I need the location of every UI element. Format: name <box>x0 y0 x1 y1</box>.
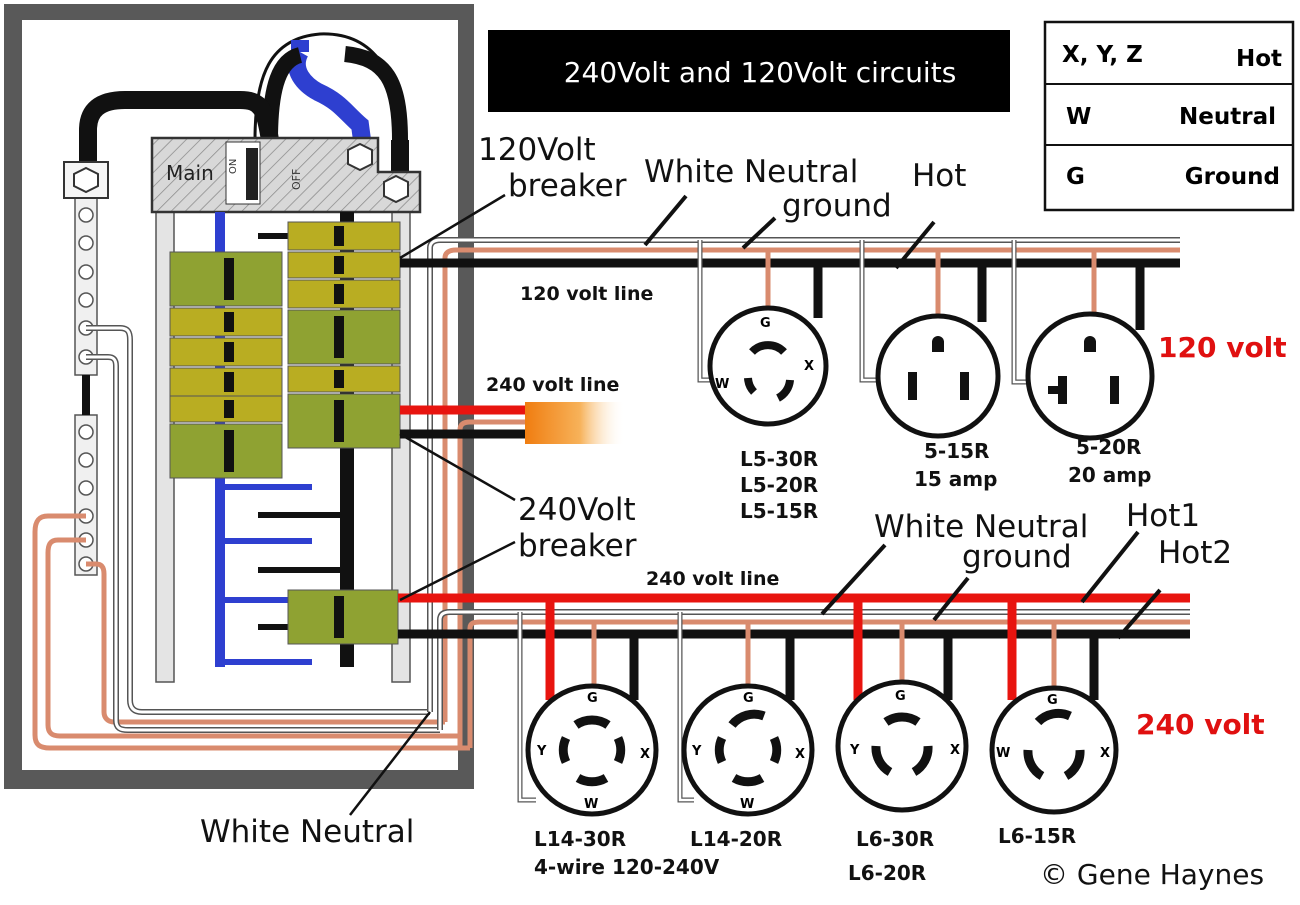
breaker120-line1: 120Volt <box>478 132 596 168</box>
label-4-wire: 4-wire 120-240V <box>534 855 720 879</box>
main-breaker: Main ON OFF <box>150 136 422 214</box>
pin-g: G <box>1047 693 1058 708</box>
drops-120 <box>697 240 1145 385</box>
line-120: 120 volt line <box>520 283 653 305</box>
label-l5-20r: L5-20R <box>740 473 818 497</box>
pin-x: X <box>640 747 650 762</box>
pin-x: X <box>950 743 960 758</box>
pin-x: X <box>795 747 805 762</box>
pin-g: G <box>587 691 598 706</box>
pin-g: G <box>895 689 906 704</box>
line-240-a: 240 volt line <box>486 374 619 396</box>
bot-ground: ground <box>962 539 1072 575</box>
legend-meaning-ground: Ground <box>1185 164 1280 190</box>
label-5-20r: 5-20R <box>1076 435 1141 459</box>
breaker-panel: Main ON OFF <box>4 4 474 789</box>
copyright: © Gene Haynes <box>1040 858 1264 891</box>
top-ground: ground <box>782 188 892 224</box>
label-15-amp: 15 amp <box>914 467 997 491</box>
voltage-120: 120 volt <box>1158 331 1287 364</box>
pin-y: Y <box>849 743 860 758</box>
pin-y: Y <box>536 744 547 759</box>
main-label: Main <box>166 161 214 185</box>
breaker240-line2: breaker <box>518 528 637 564</box>
label-l6-30r: L6-30R <box>856 827 934 851</box>
receptacle-l14-30r: G Y X W <box>525 683 659 817</box>
legend-box: X, Y, Z Hot W Neutral G Ground <box>1043 20 1295 212</box>
bot-white-neutral: White Neutral <box>874 509 1088 545</box>
pin-w: W <box>996 746 1010 761</box>
neutral-lug-left <box>63 161 109 199</box>
cable-sleeve <box>525 402 625 444</box>
legend-meaning-neutral: Neutral <box>1179 104 1276 130</box>
breaker240-line1: 240Volt <box>518 492 636 528</box>
label-l14-30r: L14-30R <box>534 827 626 851</box>
pin-y: Y <box>691 744 702 759</box>
pin-g: G <box>743 691 754 706</box>
bot-hot1: Hot1 <box>1126 498 1200 534</box>
drops-240 <box>517 598 1099 803</box>
label-l5-15r: L5-15R <box>740 499 818 523</box>
legend-meaning-hot: Hot <box>1236 46 1282 72</box>
label-l14-20r: L14-20R <box>690 827 782 851</box>
off-label: OFF <box>290 169 303 190</box>
legend-code-neutral: W <box>1066 104 1091 130</box>
receptacle-l14-20r: G Y X W <box>681 683 815 817</box>
pin-w: W <box>584 797 598 812</box>
breaker120-line2: breaker <box>508 168 627 204</box>
voltage-240: 240 volt <box>1136 708 1265 741</box>
title-box <box>488 30 1010 112</box>
leader-lines <box>349 193 516 816</box>
on-label: ON <box>228 159 239 174</box>
white-neutral-bottom: White Neutral <box>200 814 414 850</box>
top-white-neutral: White Neutral <box>644 154 858 190</box>
pin-w: W <box>740 797 754 812</box>
pin-x: X <box>804 359 814 374</box>
slash-marks <box>643 194 1162 640</box>
receptacle-l6-15r: G W X <box>989 685 1119 815</box>
top-hot: Hot <box>912 158 966 194</box>
label-l6-20r: L6-20R <box>848 861 926 885</box>
label-5-15r: 5-15R <box>924 439 989 463</box>
receptacle-labels: L5-30R L5-20R L5-15R 5-15R 15 amp 5-20R … <box>534 435 1151 885</box>
receptacle-l6-30r: G Y X <box>835 679 969 813</box>
line-240-b: 240 volt line <box>646 568 779 590</box>
receptacle-5-15r <box>875 313 1001 439</box>
pin-g: G <box>760 316 771 331</box>
label-l5-30r: L5-30R <box>740 447 818 471</box>
pin-x: X <box>1100 746 1110 761</box>
label-20-amp: 20 amp <box>1068 463 1151 487</box>
page-title: 240Volt and 120Volt circuits <box>564 56 957 89</box>
receptacle-5-20r <box>1025 311 1155 441</box>
legend-code-hot: X, Y, Z <box>1062 42 1143 68</box>
label-l6-15r: L6-15R <box>998 824 1076 848</box>
receptacle-l5-30r: G W X <box>707 305 829 427</box>
bot-hot2: Hot2 <box>1158 535 1232 571</box>
legend-code-ground: G <box>1066 164 1085 190</box>
callout-labels: 120Volt breaker White Neutral ground Hot… <box>200 132 1232 850</box>
pin-w: W <box>715 377 729 392</box>
